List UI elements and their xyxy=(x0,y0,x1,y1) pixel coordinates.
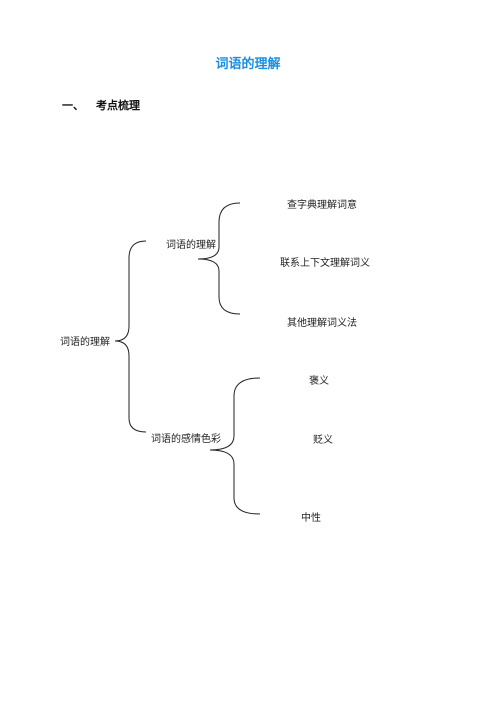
branch-node-sentiment: 词语的感情色彩 xyxy=(151,434,221,445)
branch-node-meaning: 词语的理解 xyxy=(166,240,216,251)
leaf-dictionary: 查字典理解词意 xyxy=(287,200,357,211)
section-number: 一、 xyxy=(62,99,84,112)
leaf-neutral: 中性 xyxy=(301,513,321,524)
document-title: 词语的理解 xyxy=(215,57,281,72)
leaf-context: 联系上下文理解词义 xyxy=(280,258,370,269)
leaf-positive: 褒义 xyxy=(309,376,329,387)
branch1-brace xyxy=(197,202,241,315)
leaf-negative: 贬义 xyxy=(313,435,333,446)
root-brace xyxy=(114,240,147,433)
branch2-brace xyxy=(209,377,261,515)
root-node: 词语的理解 xyxy=(60,337,110,348)
section-title: 考点梳理 xyxy=(96,99,140,112)
leaf-other-methods: 其他理解词义法 xyxy=(287,318,357,329)
